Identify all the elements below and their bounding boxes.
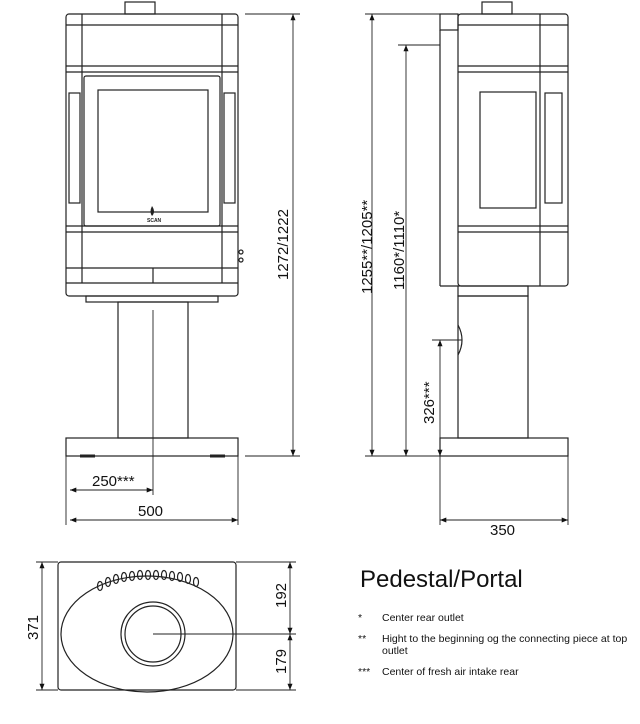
side-flue-connector xyxy=(439,13,459,31)
legend: * Center rear outlet ** Hight to the beg… xyxy=(358,612,633,687)
logo-text: SCAN xyxy=(147,218,162,224)
front-glass xyxy=(97,89,209,213)
front-top-cap xyxy=(124,1,156,15)
dim-top-depth: 371 xyxy=(25,615,42,640)
dim-front-height: 1272/1222 xyxy=(275,209,292,280)
dim-top-lower: 179 xyxy=(273,649,290,674)
side-window xyxy=(479,91,537,209)
dim-top-upper: 192 xyxy=(273,583,290,608)
legend-mark: ** xyxy=(358,633,367,645)
flame-logo-icon xyxy=(150,206,154,216)
side-top-cap xyxy=(481,1,513,15)
front-door xyxy=(83,75,221,227)
front-side-panel-right xyxy=(223,92,236,204)
side-body xyxy=(457,13,569,287)
legend-text: Center of fresh air intake rear xyxy=(382,666,519,678)
dim-side-depth: 350 xyxy=(490,522,515,539)
side-view xyxy=(439,1,569,457)
side-panel xyxy=(544,92,563,204)
legend-text: Center rear outlet xyxy=(382,612,464,624)
legend-text: Hight to the beginning og the connecting… xyxy=(382,633,628,657)
legend-item: * Center rear outlet xyxy=(358,612,633,624)
front-view xyxy=(65,1,244,458)
side-dimensions xyxy=(365,13,569,525)
dim-side-height-outer: 1255**/1205** xyxy=(359,200,376,294)
dim-front-width: 500 xyxy=(138,503,163,520)
front-floor-plate xyxy=(65,437,239,457)
front-base-plate xyxy=(85,295,219,303)
top-dimensions xyxy=(36,561,296,691)
side-base-plate xyxy=(457,285,529,297)
legend-item: ** Hight to the beginning og the connect… xyxy=(358,633,633,657)
legend-mark: * xyxy=(358,612,363,624)
front-knob xyxy=(238,257,244,263)
front-body xyxy=(65,13,239,297)
top-vent-slots xyxy=(96,569,200,592)
front-side-panel-left xyxy=(68,92,81,204)
side-pedestal-column xyxy=(457,295,529,439)
front-dimensions xyxy=(65,13,300,525)
dim-side-height-inner: 1160*/1110* xyxy=(391,211,408,290)
dim-front-intake: 250*** xyxy=(92,473,135,490)
front-knob xyxy=(238,249,244,255)
page-title: Pedestal/Portal xyxy=(360,566,523,593)
dim-side-intake: 326*** xyxy=(421,381,438,424)
top-view xyxy=(57,561,237,693)
legend-item: *** Center of fresh air intake rear xyxy=(358,666,633,678)
top-outline xyxy=(57,561,237,691)
legend-mark: *** xyxy=(358,666,371,678)
side-floor-plate xyxy=(439,437,569,457)
